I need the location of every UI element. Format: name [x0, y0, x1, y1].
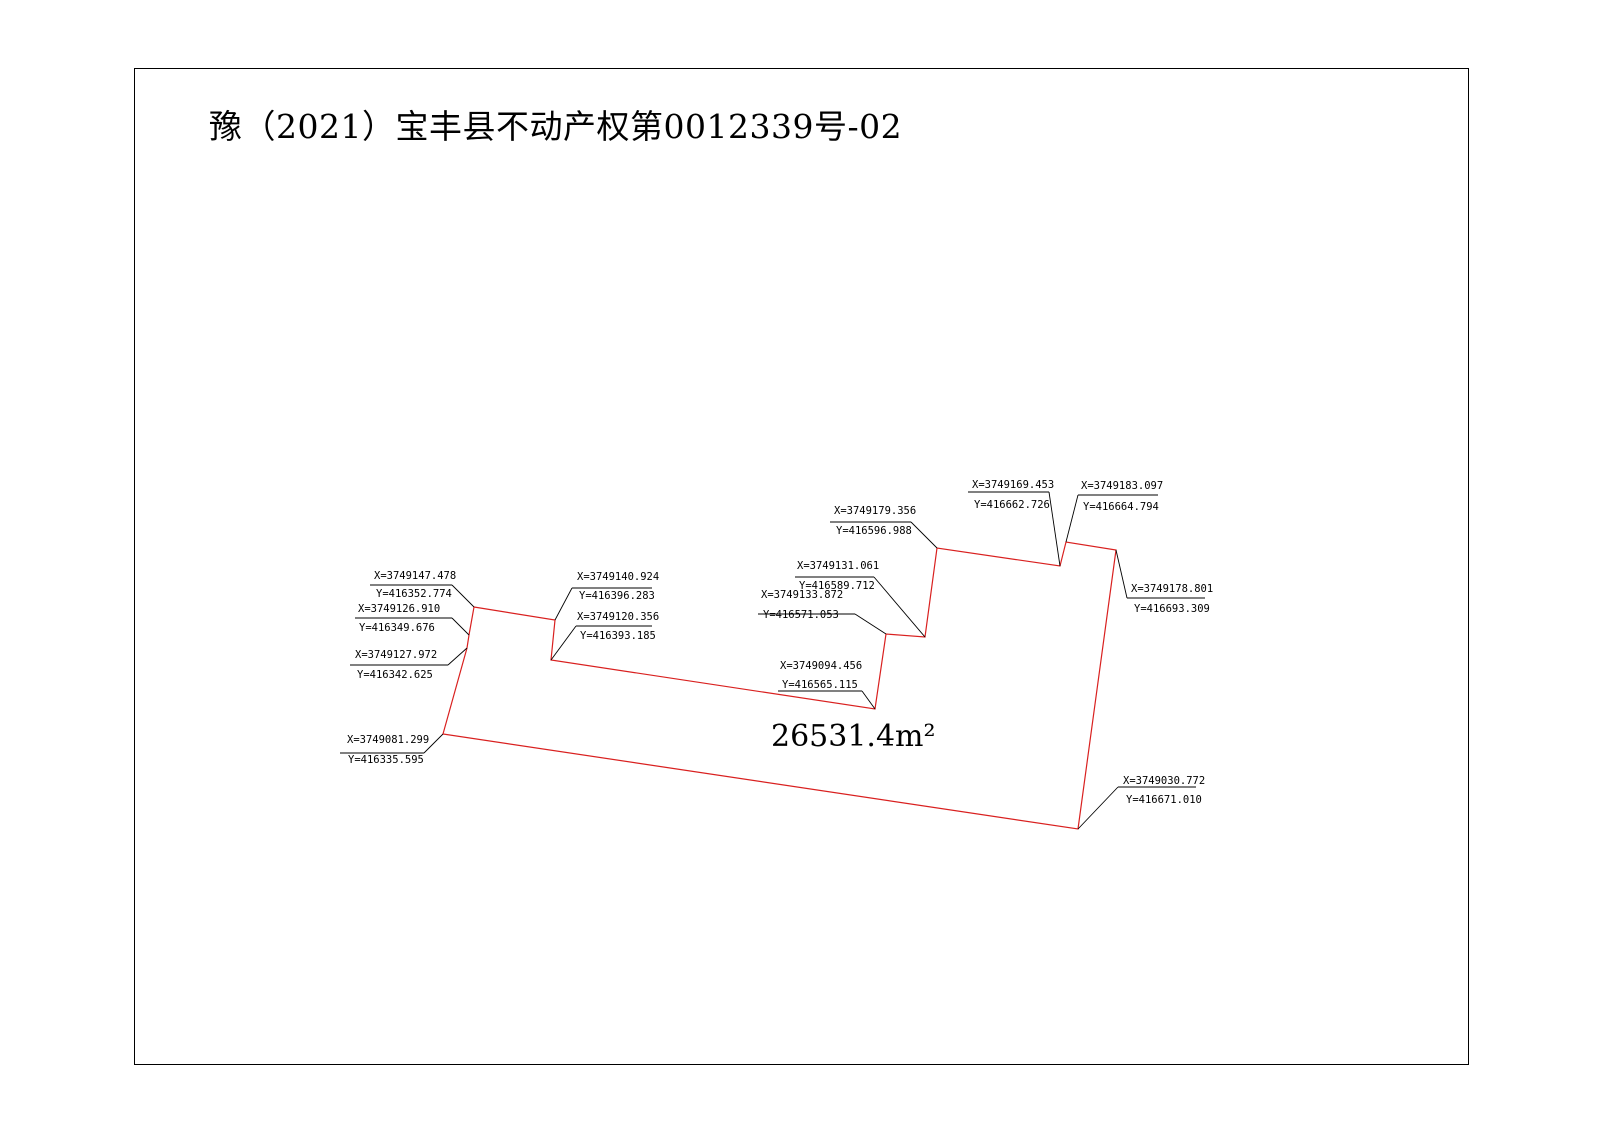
coordinate-x-label: X=3749178.801 [1131, 583, 1213, 595]
coordinate-x-label: X=3749147.478 [374, 570, 456, 582]
leader-line [423, 733, 444, 754]
coordinate-x-label: X=3749133.872 [761, 589, 843, 601]
coordinate-x-label: X=3749030.772 [1123, 775, 1205, 787]
coordinate-y-label: Y=416662.726 [974, 499, 1050, 511]
coordinate-y-label: Y=416393.185 [580, 630, 656, 642]
coordinate-x-label: X=3749126.910 [358, 603, 440, 615]
leader-line [451, 584, 475, 608]
coordinate-y-label: Y=416335.595 [348, 754, 424, 766]
leader-line [861, 690, 876, 710]
coordinate-y-label: Y=416664.794 [1083, 501, 1159, 513]
coordinate-x-label: X=3749120.356 [577, 611, 659, 623]
leader-line [873, 576, 926, 638]
coordinate-x-label: X=3749081.299 [347, 734, 429, 746]
leader-line [1065, 494, 1079, 543]
leader-line [451, 617, 470, 636]
coordinate-x-label: X=3749127.972 [355, 649, 437, 661]
coordinate-callouts: X=3749147.478Y=416352.774X=3749126.910Y=… [340, 479, 1213, 830]
coordinate-y-label: Y=416671.010 [1126, 794, 1202, 806]
coordinate-x-label: X=3749169.453 [972, 479, 1054, 491]
coordinate-y-label: Y=416589.712 [799, 580, 875, 592]
drawing-frame [134, 68, 1469, 1065]
coordinate-y-label: Y=416352.774 [376, 588, 452, 600]
coordinate-y-label: Y=416396.283 [579, 590, 655, 602]
leader-line [1048, 491, 1061, 567]
coordinate-y-label: Y=416565.115 [782, 679, 858, 691]
coordinate-y-label: Y=416693.309 [1134, 603, 1210, 615]
coordinate-x-label: X=3749140.924 [577, 571, 659, 583]
coordinate-y-label: Y=416571.053 [763, 609, 839, 621]
certificate-title: 豫（2021）宝丰县不动产权第0012339号-02 [209, 107, 903, 146]
parcel-area-label: 26531.4m² [771, 719, 936, 754]
coordinate-y-label: Y=416342.625 [357, 669, 433, 681]
leader-line [1077, 786, 1119, 830]
leader-line [447, 647, 468, 666]
coordinate-x-label: X=3749094.456 [780, 660, 862, 672]
leader-line [854, 613, 887, 635]
coordinate-x-label: X=3749131.061 [797, 560, 879, 572]
coordinate-y-label: Y=416596.988 [836, 525, 912, 537]
parcel-boundary [442, 541, 1117, 830]
coordinate-x-label: X=3749179.356 [834, 505, 916, 517]
leader-line [550, 625, 577, 661]
leader-line [554, 587, 573, 621]
coordinate-y-label: Y=416349.676 [359, 622, 435, 634]
leader-line [1115, 549, 1128, 599]
coordinate-x-label: X=3749183.097 [1081, 480, 1163, 492]
leader-line [910, 521, 938, 549]
